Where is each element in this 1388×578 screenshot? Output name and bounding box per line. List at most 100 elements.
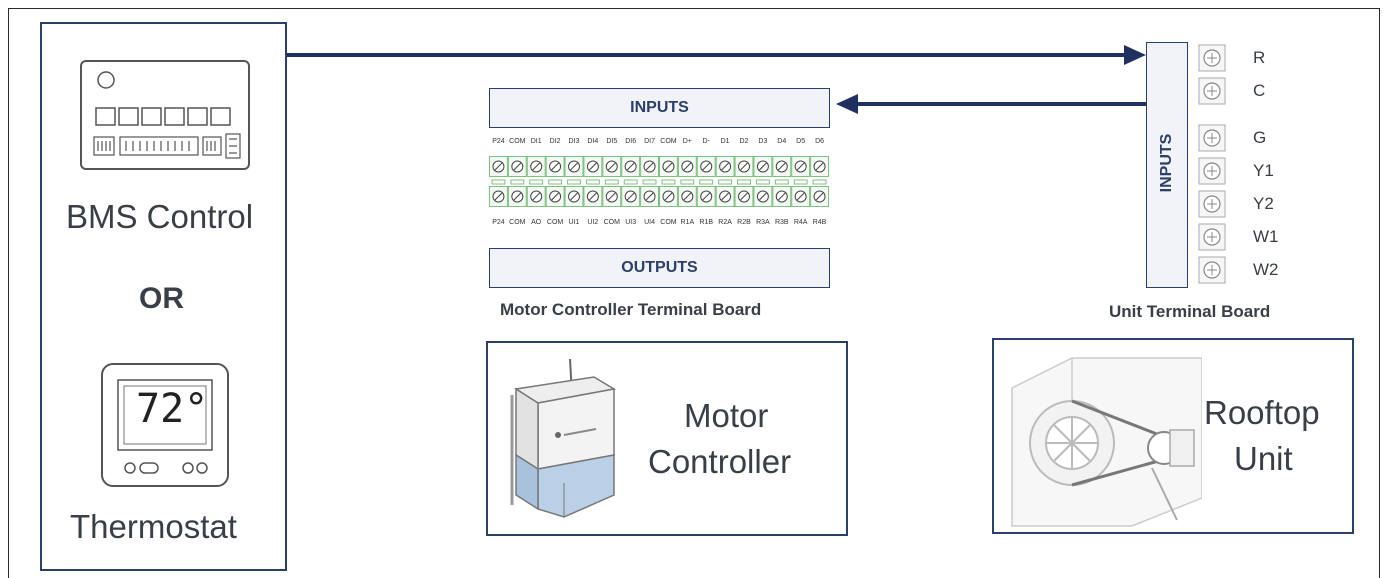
unit-terminal-row: G — [1198, 122, 1308, 154]
rooftop-unit-box: Rooftop Unit — [992, 338, 1354, 534]
terminal-bridge — [737, 179, 751, 185]
unit-terminal-row: W1 — [1198, 221, 1308, 253]
terminal-screw-icon — [1198, 44, 1226, 72]
terminal-screw-icon — [1198, 77, 1226, 105]
terminal-label-bottom: COM — [660, 219, 677, 226]
terminal-label-top: DI3 — [568, 138, 580, 145]
unit-terminal-row: Y1 — [1198, 155, 1308, 187]
screw-slot — [494, 192, 503, 201]
terminal-label-top: D1 — [720, 138, 730, 145]
terminal-label-top: DI6 — [625, 138, 637, 145]
terminal-label-top: DI4 — [587, 138, 599, 145]
screw-slot — [532, 162, 541, 171]
unit-terminal-label: R — [1253, 48, 1266, 67]
terminal-bridge — [491, 179, 506, 185]
terminal-bridge — [548, 179, 563, 185]
terminal-label-bottom: UI4 — [644, 219, 655, 226]
screw-slot — [532, 192, 541, 201]
terminal-label-bottom: R3B — [774, 219, 789, 226]
screw-slot — [626, 192, 635, 201]
rooftop-label-2: Unit — [1234, 440, 1293, 477]
unit-board-caption: Unit Terminal Board — [1109, 302, 1271, 321]
unit-terminal-row: C — [1198, 75, 1308, 107]
terminal-label-top: D+ — [682, 138, 692, 145]
screw-slot — [664, 192, 673, 201]
screw-slot — [740, 162, 748, 171]
terminal-label-bottom: R1A — [680, 219, 695, 226]
control-panel: BMS Control OR 72° Thermostat — [40, 22, 287, 571]
screw-slot — [759, 162, 767, 171]
bms-control-label: BMS Control — [66, 198, 254, 235]
terminal-label-bottom: R3A — [756, 219, 770, 226]
arrowhead-left — [836, 94, 858, 114]
terminal-label-bottom: AO — [531, 219, 542, 226]
or-label: OR — [139, 282, 184, 315]
motor-inputs-bar: INPUTS — [489, 88, 830, 128]
rooftop-unit-icon — [1011, 357, 1202, 527]
screw-slot — [740, 192, 748, 201]
terminal-label-bottom: R4B — [812, 219, 827, 226]
motor-controller-label-2: Controller — [648, 443, 792, 480]
screw-slot — [777, 192, 786, 201]
screw-slot — [702, 162, 711, 171]
terminal-bridge — [680, 179, 695, 185]
terminal-bridge — [642, 179, 657, 185]
unit-terminal-label: W1 — [1253, 227, 1279, 246]
screw-slot — [645, 162, 654, 171]
terminal-label-bottom: UI2 — [587, 219, 599, 226]
terminal-screw-icon — [1198, 190, 1226, 218]
unit-terminal-label: G — [1253, 128, 1267, 147]
terminal-bridge — [718, 179, 733, 185]
terminal-label-top: DI1 — [530, 138, 542, 145]
thermostat-icon — [101, 363, 229, 487]
terminal-label-bottom: R2B — [737, 219, 751, 226]
screw-slot — [645, 192, 654, 201]
terminal-label-top: D3 — [758, 138, 768, 145]
screw-slot — [551, 192, 559, 201]
terminal-label-top: P24 — [492, 138, 505, 145]
screw-slot — [589, 162, 597, 171]
unit-inputs-label: INPUTS — [1158, 133, 1175, 193]
screw-slot — [607, 192, 616, 201]
screw-slot — [626, 162, 635, 171]
screw-slot — [589, 192, 597, 201]
screw-slot — [664, 162, 673, 171]
terminal-label-bottom: R1B — [699, 219, 714, 226]
terminal-label-top: COM — [660, 138, 677, 145]
unit-terminal-label: Y1 — [1253, 161, 1274, 180]
motor-board-caption: Motor Controller Terminal Board — [500, 300, 762, 319]
terminal-bridge — [755, 179, 770, 185]
terminal-label-bottom: R2A — [718, 219, 732, 226]
terminal-label-top: D2 — [739, 138, 749, 145]
terminal-bridge — [623, 179, 638, 185]
screw-slot — [494, 162, 503, 171]
unit-terminal-label: Y2 — [1253, 194, 1274, 213]
motor-controller-label-1: Motor — [684, 397, 769, 434]
screw-slot — [796, 162, 805, 171]
terminal-bridge — [793, 179, 808, 185]
terminal-label-top: D5 — [796, 138, 806, 145]
screw-slot — [570, 162, 578, 171]
terminal-label-bottom: R4A — [793, 219, 808, 226]
unit-terminal-row: W2 — [1198, 254, 1308, 286]
motor-controller-icon — [510, 358, 617, 518]
screw-slot — [796, 192, 805, 201]
terminal-label-bottom: UI1 — [568, 219, 580, 226]
terminal-bridge — [529, 179, 544, 185]
screw-slot — [551, 162, 559, 171]
screw-slot — [683, 192, 692, 201]
screw-slot — [721, 192, 729, 201]
screw-slot — [683, 162, 692, 171]
unit-terminal-label: C — [1253, 81, 1266, 100]
arrowhead-right — [1124, 45, 1146, 65]
screw-slot — [777, 162, 786, 171]
terminal-label-bottom: COM — [546, 219, 564, 226]
terminal-bridge — [812, 179, 827, 185]
screw-slot — [513, 192, 522, 201]
terminal-label-top: D6 — [815, 138, 825, 145]
